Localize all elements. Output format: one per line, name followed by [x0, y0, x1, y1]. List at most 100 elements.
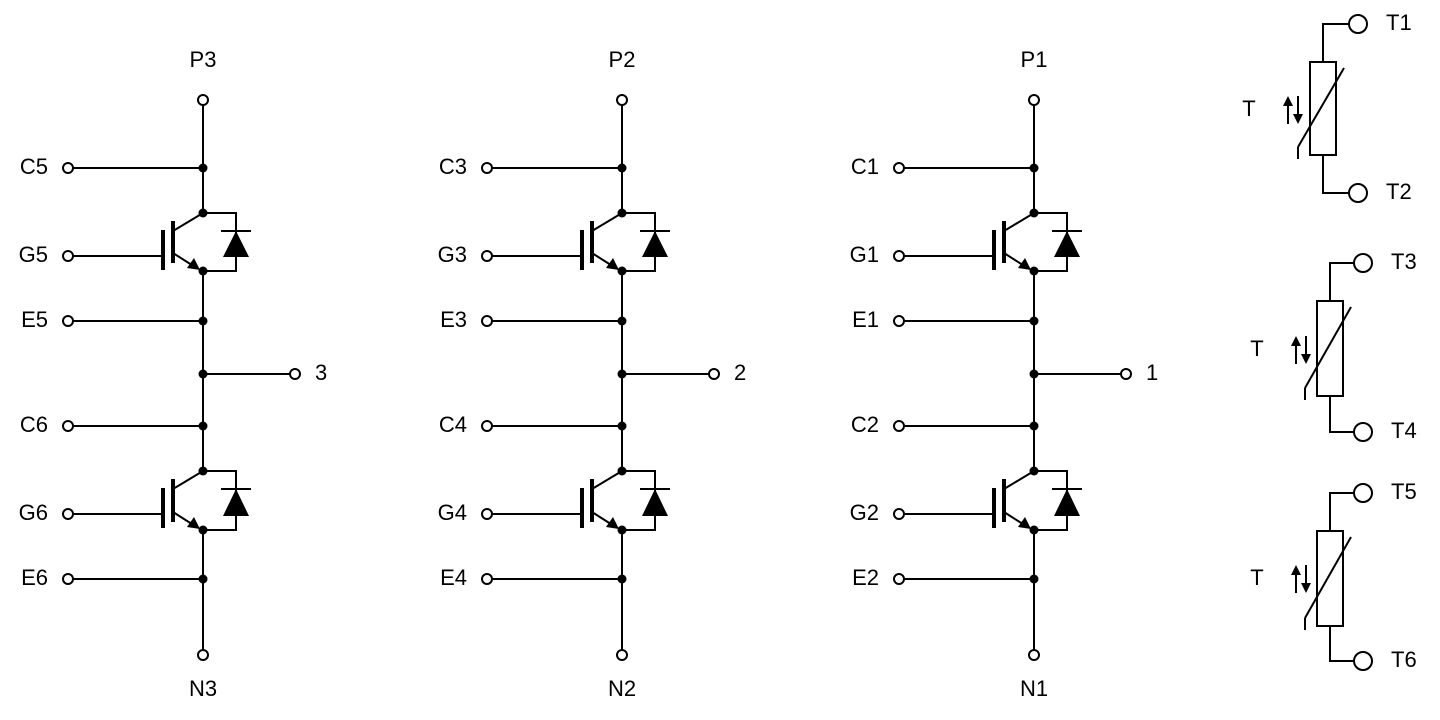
collector-label: C6	[20, 412, 48, 437]
thermistor-body	[1316, 300, 1344, 397]
junction-dot	[617, 163, 627, 173]
collector-label: C4	[439, 412, 467, 437]
emitter-arrow	[606, 517, 619, 529]
junction-dot	[1029, 316, 1039, 326]
thermistor-terminal	[1353, 422, 1373, 442]
emitter-label: E4	[440, 565, 467, 590]
collector-lead	[1003, 212, 1035, 232]
phase-output-label: 2	[734, 360, 746, 385]
dc-plus-terminal	[197, 94, 209, 106]
phase-output-label: 3	[315, 360, 327, 385]
upper-igbt	[904, 208, 1082, 276]
gate-terminal	[481, 508, 493, 520]
thermistor-bottom-lead	[1322, 155, 1349, 194]
thermistor-slash	[1304, 306, 1352, 389]
thermistor-terminal	[1353, 483, 1373, 503]
diode-triangle	[223, 489, 249, 516]
phase-output-terminal	[1120, 368, 1132, 380]
diode-triangle	[223, 231, 249, 257]
collector-lead	[172, 212, 204, 232]
thermistor-terminal-label: T6	[1391, 647, 1417, 672]
temp-arrow-down-head	[1301, 354, 1311, 364]
junction-dot	[198, 369, 208, 379]
emitter-arrow	[1018, 258, 1031, 270]
thermistor-symbol-label: T	[1242, 96, 1255, 121]
thermistor-terminal-label: T4	[1391, 418, 1417, 443]
temp-arrow-down-head	[1301, 583, 1311, 593]
collector-terminal	[62, 420, 74, 432]
collector-terminal	[481, 420, 493, 432]
junction-dot	[198, 421, 208, 431]
thermistor-slash	[1297, 67, 1345, 148]
emitter-label: E3	[440, 307, 467, 332]
thermistor-symbol-label: T	[1250, 565, 1263, 590]
lower-igbt	[492, 466, 670, 535]
emitter-arrow	[1018, 517, 1031, 529]
temp-arrow-up-head	[1283, 96, 1293, 106]
phase-output-label: 1	[1146, 360, 1158, 385]
diode-triangle	[642, 231, 668, 257]
collector-terminal	[481, 162, 493, 174]
emitter-label: E5	[21, 307, 48, 332]
thermistor-top-lead	[1329, 262, 1354, 301]
gate-label: G3	[438, 242, 467, 267]
dc-plus-terminal	[1028, 94, 1040, 106]
thermistor-body	[1316, 530, 1344, 627]
gate-terminal	[481, 250, 493, 262]
thermistor-bottom-lead	[1329, 626, 1354, 662]
gate-terminal	[62, 508, 74, 520]
thermistor-bottom-lead	[1329, 396, 1354, 433]
phase-output-terminal	[289, 368, 301, 380]
thermistor-terminal-label: T5	[1391, 479, 1417, 504]
half-bridge-legs: P3N3C5G5E53C6G6E6P2N2C3G3E32C4G4E4P1N1C1…	[19, 47, 1159, 701]
dc-minus-terminal	[616, 649, 628, 661]
collector-label: C2	[851, 412, 879, 437]
dc-plus-label: P1	[1021, 47, 1048, 72]
emitter-terminal	[481, 573, 493, 585]
thermistor-terminal	[1348, 14, 1368, 34]
junction-dot	[198, 574, 208, 584]
gate-terminal	[893, 250, 905, 262]
thermistor-terminal-label: T2	[1386, 179, 1412, 204]
collector-label: C1	[851, 154, 879, 179]
collector-lead	[591, 212, 623, 232]
collector-terminal	[893, 162, 905, 174]
thermistor-terminal	[1353, 651, 1373, 671]
collector-terminal	[893, 420, 905, 432]
gate-label: G4	[438, 500, 467, 525]
upper-igbt	[492, 208, 670, 276]
gate-terminal	[62, 250, 74, 262]
junction-dot	[1029, 163, 1039, 173]
emitter-terminal	[893, 573, 905, 585]
junction-dot	[1029, 574, 1039, 584]
emitter-arrow	[187, 258, 200, 270]
dc-plus-terminal	[616, 94, 628, 106]
emitter-label: E6	[21, 565, 48, 590]
temp-arrow-up-head	[1291, 565, 1301, 575]
emitter-terminal	[893, 315, 905, 327]
thermistor-symbol-label: T	[1250, 336, 1263, 361]
emitter-label: E2	[852, 565, 879, 590]
collector-lead	[591, 470, 623, 490]
thermistor-terminal	[1353, 253, 1373, 273]
diode-triangle	[642, 489, 668, 516]
junction-dot	[198, 316, 208, 326]
emitter-arrow	[187, 517, 200, 529]
junction-dot	[198, 163, 208, 173]
thermistor-body	[1309, 61, 1337, 156]
gate-label: G6	[19, 500, 48, 525]
gate-terminal	[893, 508, 905, 520]
dc-minus-label: N1	[1020, 676, 1048, 701]
collector-terminal	[62, 162, 74, 174]
junction-dot	[617, 316, 627, 326]
emitter-terminal	[62, 315, 74, 327]
collector-lead	[172, 470, 204, 490]
emitter-terminal	[62, 573, 74, 585]
diode-triangle	[1054, 489, 1080, 516]
gate-label: G5	[19, 242, 48, 267]
temp-arrow-down-head	[1293, 114, 1303, 124]
